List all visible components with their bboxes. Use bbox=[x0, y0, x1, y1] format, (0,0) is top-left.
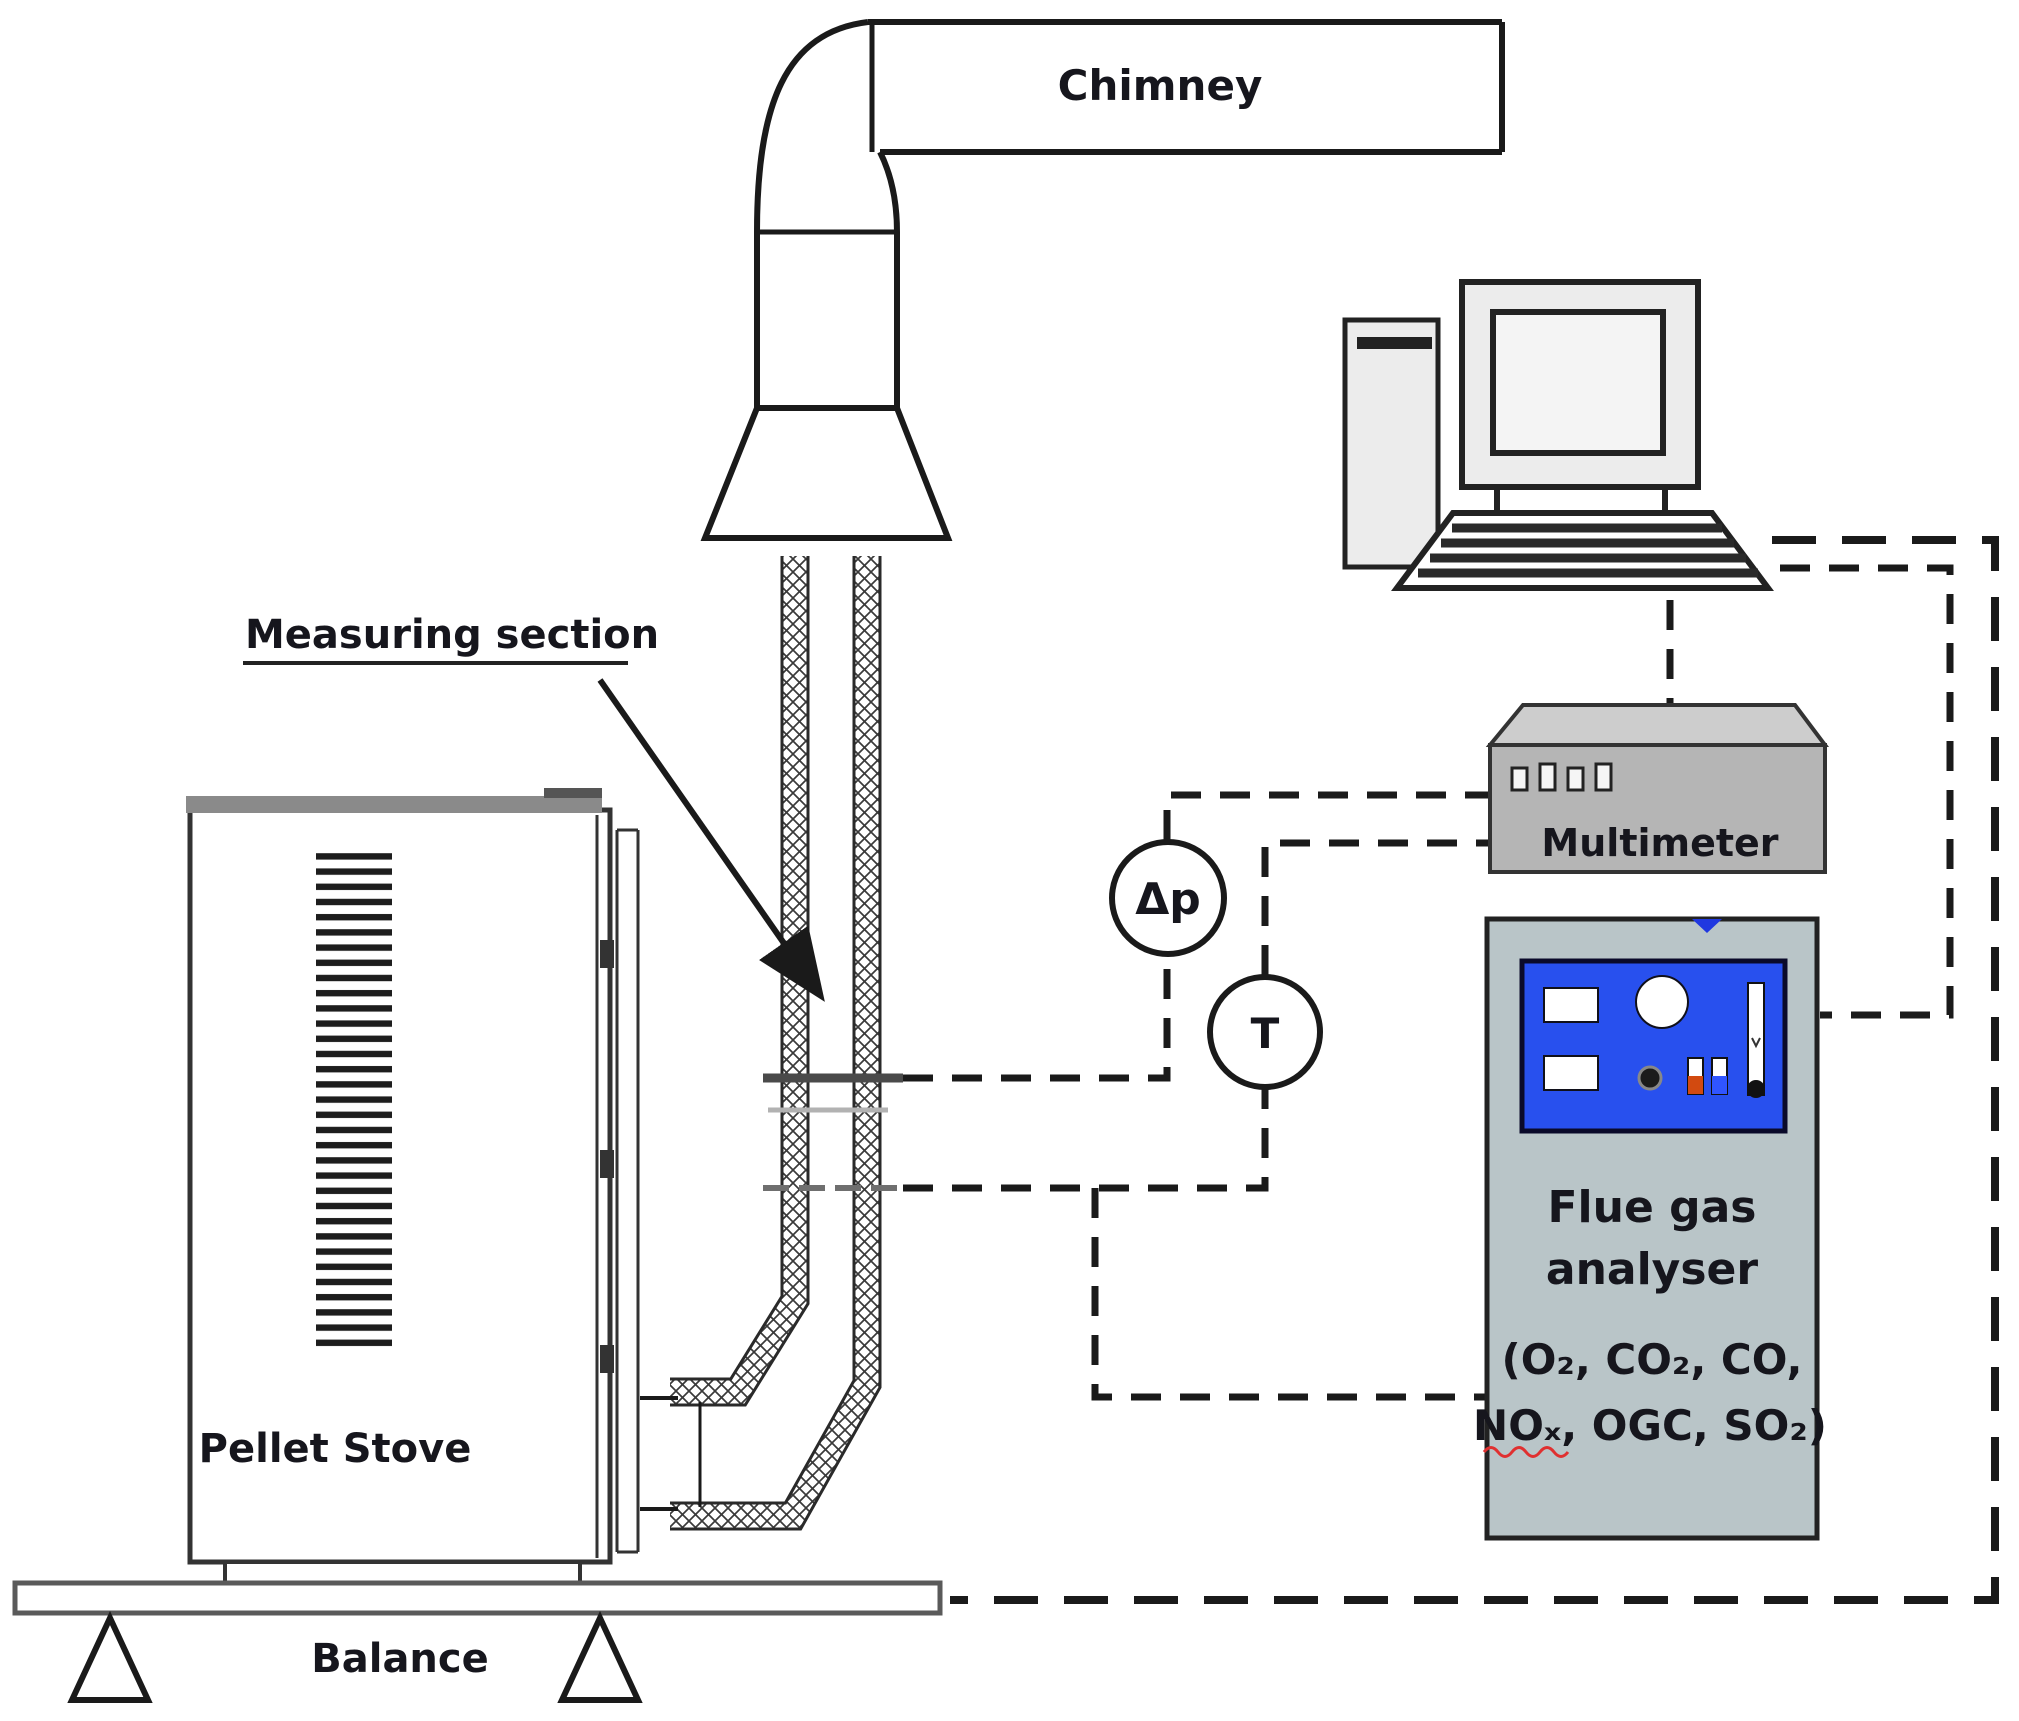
duct-probes bbox=[763, 1073, 903, 1191]
multimeter-indicator-3 bbox=[1566, 766, 1585, 792]
line-dp-to-multimeter bbox=[1163, 791, 1488, 840]
analyser-gases-line2: NOₓ, OGC, SO₂) bbox=[1473, 1401, 1827, 1450]
line-computer-to-balance bbox=[950, 536, 1999, 1604]
stove-plinth bbox=[223, 1560, 582, 1585]
balance-platform bbox=[12, 1580, 943, 1616]
sensors: Δp T bbox=[1109, 839, 1323, 1090]
analyser-top-marker bbox=[1692, 919, 1722, 933]
flue-gas-analyser: Flue gas analyser (O₂, CO₂, CO, NOₓ, OGC… bbox=[1473, 916, 1827, 1541]
analyser-label-line2: analyser bbox=[1546, 1244, 1759, 1295]
line-temp-to-multimeter bbox=[1261, 839, 1488, 975]
multimeter-label: Multimeter bbox=[1541, 821, 1778, 865]
computer-tower bbox=[1342, 317, 1441, 570]
stove-hinge-bottom bbox=[600, 1345, 614, 1373]
measuring-section-callout: Measuring section bbox=[243, 612, 825, 1002]
panel-display-2 bbox=[1543, 1055, 1599, 1091]
stove-hinge-top bbox=[600, 940, 614, 968]
balance: Balance bbox=[12, 1580, 943, 1703]
duct-right-wall-hatch bbox=[670, 556, 879, 1528]
balance-support-right bbox=[557, 1610, 643, 1703]
stove-vents bbox=[316, 845, 392, 1347]
stove-hinge-middle bbox=[600, 1150, 614, 1178]
signal-lines bbox=[903, 536, 1999, 1604]
measuring-section-label: Measuring section bbox=[245, 612, 659, 658]
spellcheck-squiggle bbox=[1482, 1446, 1570, 1458]
stove-top-bar bbox=[186, 796, 602, 813]
multimeter-indicators bbox=[1510, 762, 1613, 792]
monitor-screen bbox=[1490, 309, 1666, 456]
measuring-section-arrow bbox=[597, 678, 825, 1002]
stove-top-right-block bbox=[544, 788, 602, 798]
duct-left-wall-edge bbox=[670, 556, 810, 1407]
pellet-stove: Pellet Stove bbox=[186, 788, 640, 1585]
elbow-inner-arc bbox=[877, 150, 900, 233]
temperature-sensor bbox=[1207, 974, 1323, 1090]
panel-indicator-orange-fill bbox=[1688, 1076, 1703, 1094]
multimeter-top-face bbox=[1485, 703, 1829, 747]
multimeter: Multimeter bbox=[1485, 703, 1829, 874]
line-probe-to-dp bbox=[903, 956, 1171, 1082]
measuring-duct bbox=[640, 556, 882, 1531]
delta-p-sensor bbox=[1109, 839, 1227, 957]
panel-gauge-tube bbox=[1747, 982, 1765, 1096]
analyser-gases-line1: (O₂, CO₂, CO, bbox=[1502, 1335, 1803, 1384]
computer bbox=[1342, 279, 1774, 591]
keyboard-key-rows bbox=[1418, 523, 1758, 578]
multimeter-indicator-1 bbox=[1510, 766, 1529, 792]
line-probe-to-temp bbox=[903, 1089, 1269, 1192]
duct-right-wall-edge bbox=[670, 556, 882, 1531]
duct-left-wall-hatch bbox=[670, 556, 807, 1404]
balance-support-left bbox=[67, 1610, 153, 1703]
analyser-label-line1: Flue gas bbox=[1548, 1182, 1757, 1233]
tower-drive-slot bbox=[1357, 337, 1432, 349]
line-computer-to-analyser bbox=[1780, 564, 1954, 1019]
balance-label: Balance bbox=[311, 1636, 489, 1682]
panel-indicator-blue-fill bbox=[1712, 1076, 1727, 1094]
chimney-label: Chimney bbox=[1058, 61, 1263, 110]
chimney-assembly: Chimney bbox=[700, 19, 1505, 541]
panel-gauge-mark bbox=[1751, 1037, 1761, 1049]
panel-gauge-bulb bbox=[1747, 1080, 1765, 1098]
multimeter-indicator-2 bbox=[1538, 762, 1557, 792]
multimeter-indicator-4 bbox=[1594, 762, 1613, 792]
panel-display-1 bbox=[1543, 987, 1599, 1023]
panel-knob bbox=[1637, 1065, 1663, 1091]
panel-dial bbox=[1635, 975, 1689, 1029]
temperature-label: T bbox=[1251, 1009, 1280, 1058]
line-probe-to-analyser bbox=[1091, 1188, 1485, 1401]
collection-hood bbox=[700, 405, 953, 541]
elbow-outer-arc bbox=[754, 19, 869, 233]
delta-p-label: Δp bbox=[1135, 874, 1201, 925]
pellet-stove-label: Pellet Stove bbox=[199, 1426, 472, 1472]
